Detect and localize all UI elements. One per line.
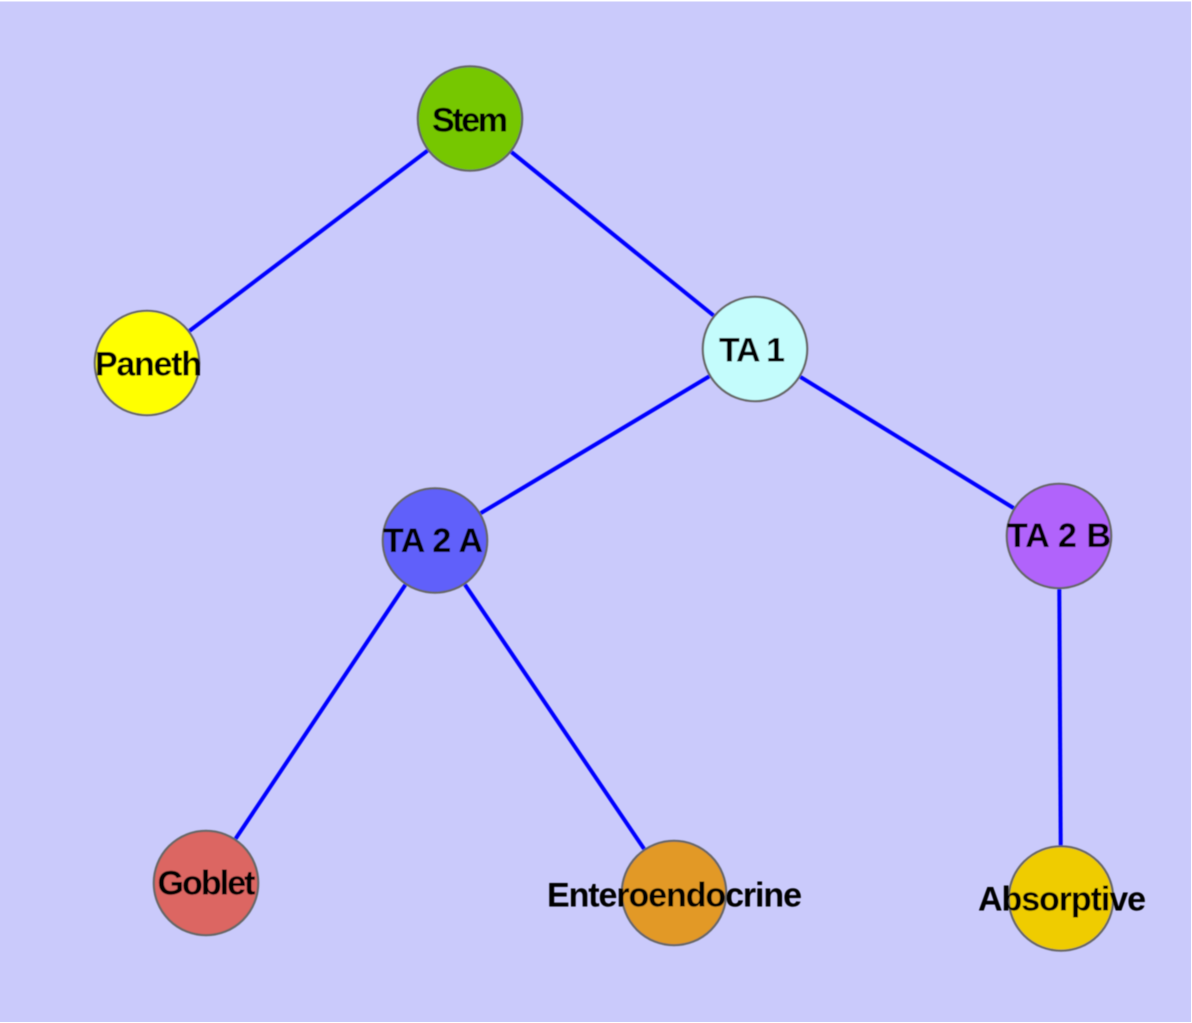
svg-text:Paneth: Paneth [95, 346, 202, 384]
svg-text:Goblet: Goblet [158, 865, 256, 903]
svg-text:Stem: Stem [432, 102, 508, 140]
svg-text:Enteroendocrine: Enteroendocrine [547, 877, 802, 915]
svg-text:TA 1: TA 1 [719, 332, 785, 370]
svg-text:TA 2 A: TA 2 A [383, 522, 483, 560]
svg-text:TA 2 B: TA 2 B [1007, 517, 1111, 555]
svg-text:Absorptive: Absorptive [978, 881, 1146, 919]
